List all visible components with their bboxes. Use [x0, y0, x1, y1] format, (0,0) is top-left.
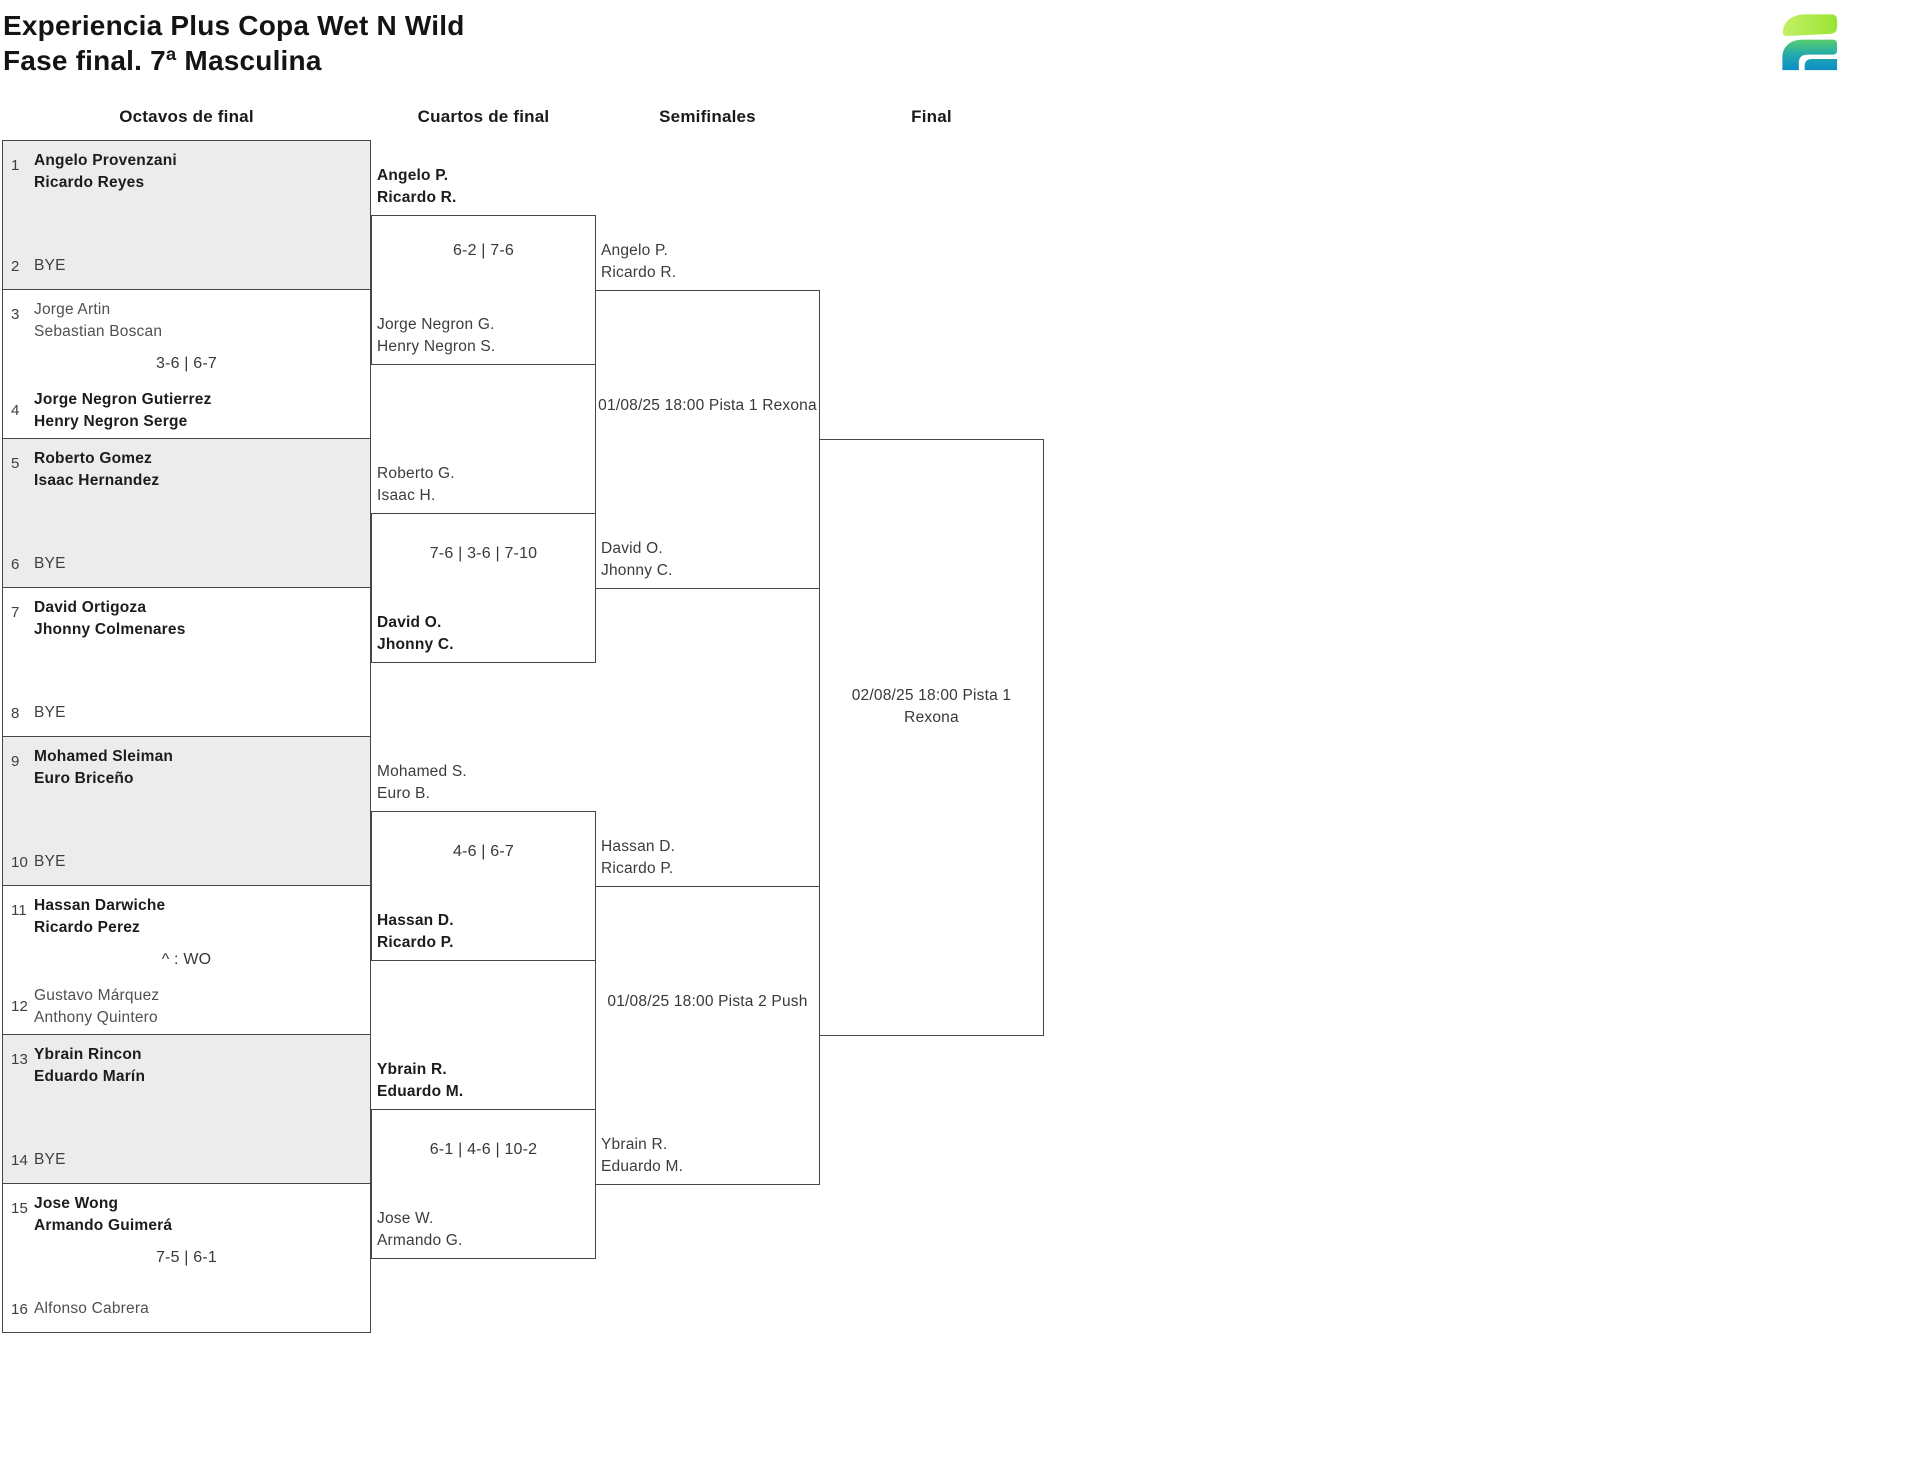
tournament-title: Experiencia Plus Copa Wet N Wild	[3, 10, 465, 41]
team-names: Ybrain Rincon Eduardo Marín	[34, 1044, 362, 1087]
advancing-team: David O.Jhonny C.	[601, 540, 673, 579]
seed-number: 6	[11, 556, 20, 573]
page-header: Experiencia Plus Copa Wet N Wild Fase fi…	[3, 8, 465, 78]
bracket-subtitle: Fase final. 7ª Masculina	[3, 45, 322, 76]
team-names: Gustavo Márquez Anthony Quintero	[34, 985, 362, 1028]
match-card-octavos-4[interactable]: 7 David Ortigoza Jhonny Colmenares 8 BYE	[2, 587, 371, 737]
team-player-1: Alfonso Cabrera	[34, 1299, 150, 1317]
team-names: Jorge Negron Gutierrez Henry Negron Serg…	[34, 389, 362, 432]
team-names: Angelo Provenzani Ricardo Reyes	[34, 150, 362, 193]
round-header-final: Final	[911, 107, 952, 126]
team-names: BYE	[34, 255, 362, 277]
seed-number: 1	[11, 157, 20, 174]
team-names: Jose Wong Armando Guimerá	[34, 1193, 362, 1236]
advancing-team: Jorge Negron G.Henry Negron S.	[377, 316, 496, 355]
seed-number: 16	[11, 1301, 29, 1318]
seed-number: 10	[11, 854, 29, 871]
team-player-1: Jorge Negron Gutierrez	[34, 391, 212, 408]
seed-number: 8	[11, 705, 20, 722]
round-header-octavos: Octavos de final	[119, 107, 254, 126]
match-schedule: 02/08/25 18:00 Pista 1 Rexona	[851, 687, 1012, 726]
advancing-team: Ybrain R.Eduardo M.	[377, 1061, 464, 1100]
team-names: David Ortigoza Jhonny Colmenares	[34, 597, 362, 640]
team-player-1: Roberto Gomez	[34, 450, 152, 467]
match-card-octavos-6[interactable]: 11 Hassan Darwiche Ricardo Perez ^ : WO …	[2, 885, 371, 1035]
seed-number: 12	[11, 998, 29, 1015]
team-player-2: Eduardo Marín	[34, 1067, 146, 1085]
team-player-1: Ybrain Rincon	[34, 1046, 142, 1063]
advancing-team: Angelo P.Ricardo R.	[601, 242, 677, 281]
match-score: 4-6 | 6-7	[452, 843, 515, 860]
seed-number: 5	[11, 455, 20, 472]
seed-number: 4	[11, 402, 20, 419]
team-player-1: Jorge Artin	[34, 301, 111, 318]
app-logo-icon	[1778, 11, 1840, 73]
advancing-team: David O.Jhonny C.	[377, 614, 454, 653]
team-player-2: Anthony Quintero	[34, 1008, 158, 1026]
team-names: BYE	[34, 851, 362, 873]
team-player-2: Isaac Hernandez	[34, 471, 160, 489]
team-player-2: Sebastian Boscan	[34, 322, 163, 340]
match-region-final[interactable]	[819, 439, 1044, 1036]
match-score: 6-2 | 7-6	[452, 242, 515, 259]
advancing-team: Ybrain R.Eduardo M.	[601, 1136, 684, 1175]
team-names: BYE	[34, 702, 362, 724]
advancing-team: Hassan D.Ricardo P.	[601, 838, 676, 877]
match-schedule: 01/08/25 18:00 Pista 2 Push	[607, 993, 808, 1010]
advancing-team: Hassan D.Ricardo P.	[377, 912, 454, 951]
seed-number: 2	[11, 258, 20, 275]
team-names: Alfonso Cabrera	[34, 1298, 362, 1320]
match-card-octavos-1[interactable]: 1 Angelo Provenzani Ricardo Reyes 2 BYE	[2, 140, 371, 290]
team-player-1: BYE	[34, 554, 66, 572]
match-score: ^ : WO	[161, 951, 212, 968]
round-header-cuartos: Cuartos de final	[417, 107, 550, 126]
advancing-team: Angelo P.Ricardo R.	[377, 167, 457, 206]
team-player-1: Jose Wong	[34, 1195, 119, 1212]
advancing-team: Jose W.Armando G.	[377, 1210, 463, 1249]
match-card-octavos-7[interactable]: 13 Ybrain Rincon Eduardo Marín 14 BYE	[2, 1034, 371, 1184]
seed-number: 13	[11, 1051, 29, 1068]
match-score: 3-6 | 6-7	[155, 355, 218, 372]
team-player-1: BYE	[34, 703, 66, 721]
team-player-1: David Ortigoza	[34, 599, 147, 616]
team-player-1: BYE	[34, 1150, 66, 1168]
match-card-octavos-8[interactable]: 15 Jose Wong Armando Guimerá 7-5 | 6-1 1…	[2, 1183, 371, 1333]
team-player-2: Euro Briceño	[34, 769, 134, 787]
team-names: Mohamed Sleiman Euro Briceño	[34, 746, 362, 789]
seed-number: 7	[11, 604, 20, 621]
team-names: Jorge Artin Sebastian Boscan	[34, 299, 362, 342]
team-names: Roberto Gomez Isaac Hernandez	[34, 448, 362, 491]
team-player-2: Henry Negron Serge	[34, 412, 188, 430]
team-names: BYE	[34, 553, 362, 575]
team-player-1: Mohamed Sleiman	[34, 748, 174, 765]
match-schedule: 01/08/25 18:00 Pista 1 Rexona	[598, 397, 817, 414]
team-player-2: Ricardo Reyes	[34, 173, 145, 191]
octavos-column: 1 Angelo Provenzani Ricardo Reyes 2 BYE …	[2, 140, 371, 1333]
match-score: 7-6 | 3-6 | 7-10	[429, 545, 538, 562]
seed-number: 3	[11, 306, 20, 323]
team-player-1: BYE	[34, 256, 66, 274]
team-player-2: Ricardo Perez	[34, 918, 140, 936]
match-card-octavos-2[interactable]: 3 Jorge Artin Sebastian Boscan 3-6 | 6-7…	[2, 289, 371, 439]
advancing-team: Mohamed S.Euro B.	[377, 763, 467, 802]
match-score: 7-5 | 6-1	[155, 1249, 218, 1266]
seed-number: 11	[11, 902, 27, 919]
team-player-1: Gustavo Márquez	[34, 987, 160, 1004]
match-score: 6-1 | 4-6 | 10-2	[429, 1141, 538, 1158]
team-names: Hassan Darwiche Ricardo Perez	[34, 895, 362, 938]
team-player-2: Jhonny Colmenares	[34, 620, 186, 638]
seed-number: 15	[11, 1200, 29, 1217]
team-player-2: Armando Guimerá	[34, 1216, 173, 1234]
advancing-team: Roberto G.Isaac H.	[377, 465, 455, 504]
team-player-1: BYE	[34, 852, 66, 870]
match-card-octavos-5[interactable]: 9 Mohamed Sleiman Euro Briceño 10 BYE	[2, 736, 371, 886]
team-player-1: Hassan Darwiche	[34, 897, 166, 914]
seed-number: 14	[11, 1152, 29, 1169]
match-card-octavos-3[interactable]: 5 Roberto Gomez Isaac Hernandez 6 BYE	[2, 438, 371, 588]
seed-number: 9	[11, 753, 20, 770]
team-player-1: Angelo Provenzani	[34, 152, 177, 169]
round-header-semifinales: Semifinales	[659, 107, 756, 126]
team-names: BYE	[34, 1149, 362, 1171]
